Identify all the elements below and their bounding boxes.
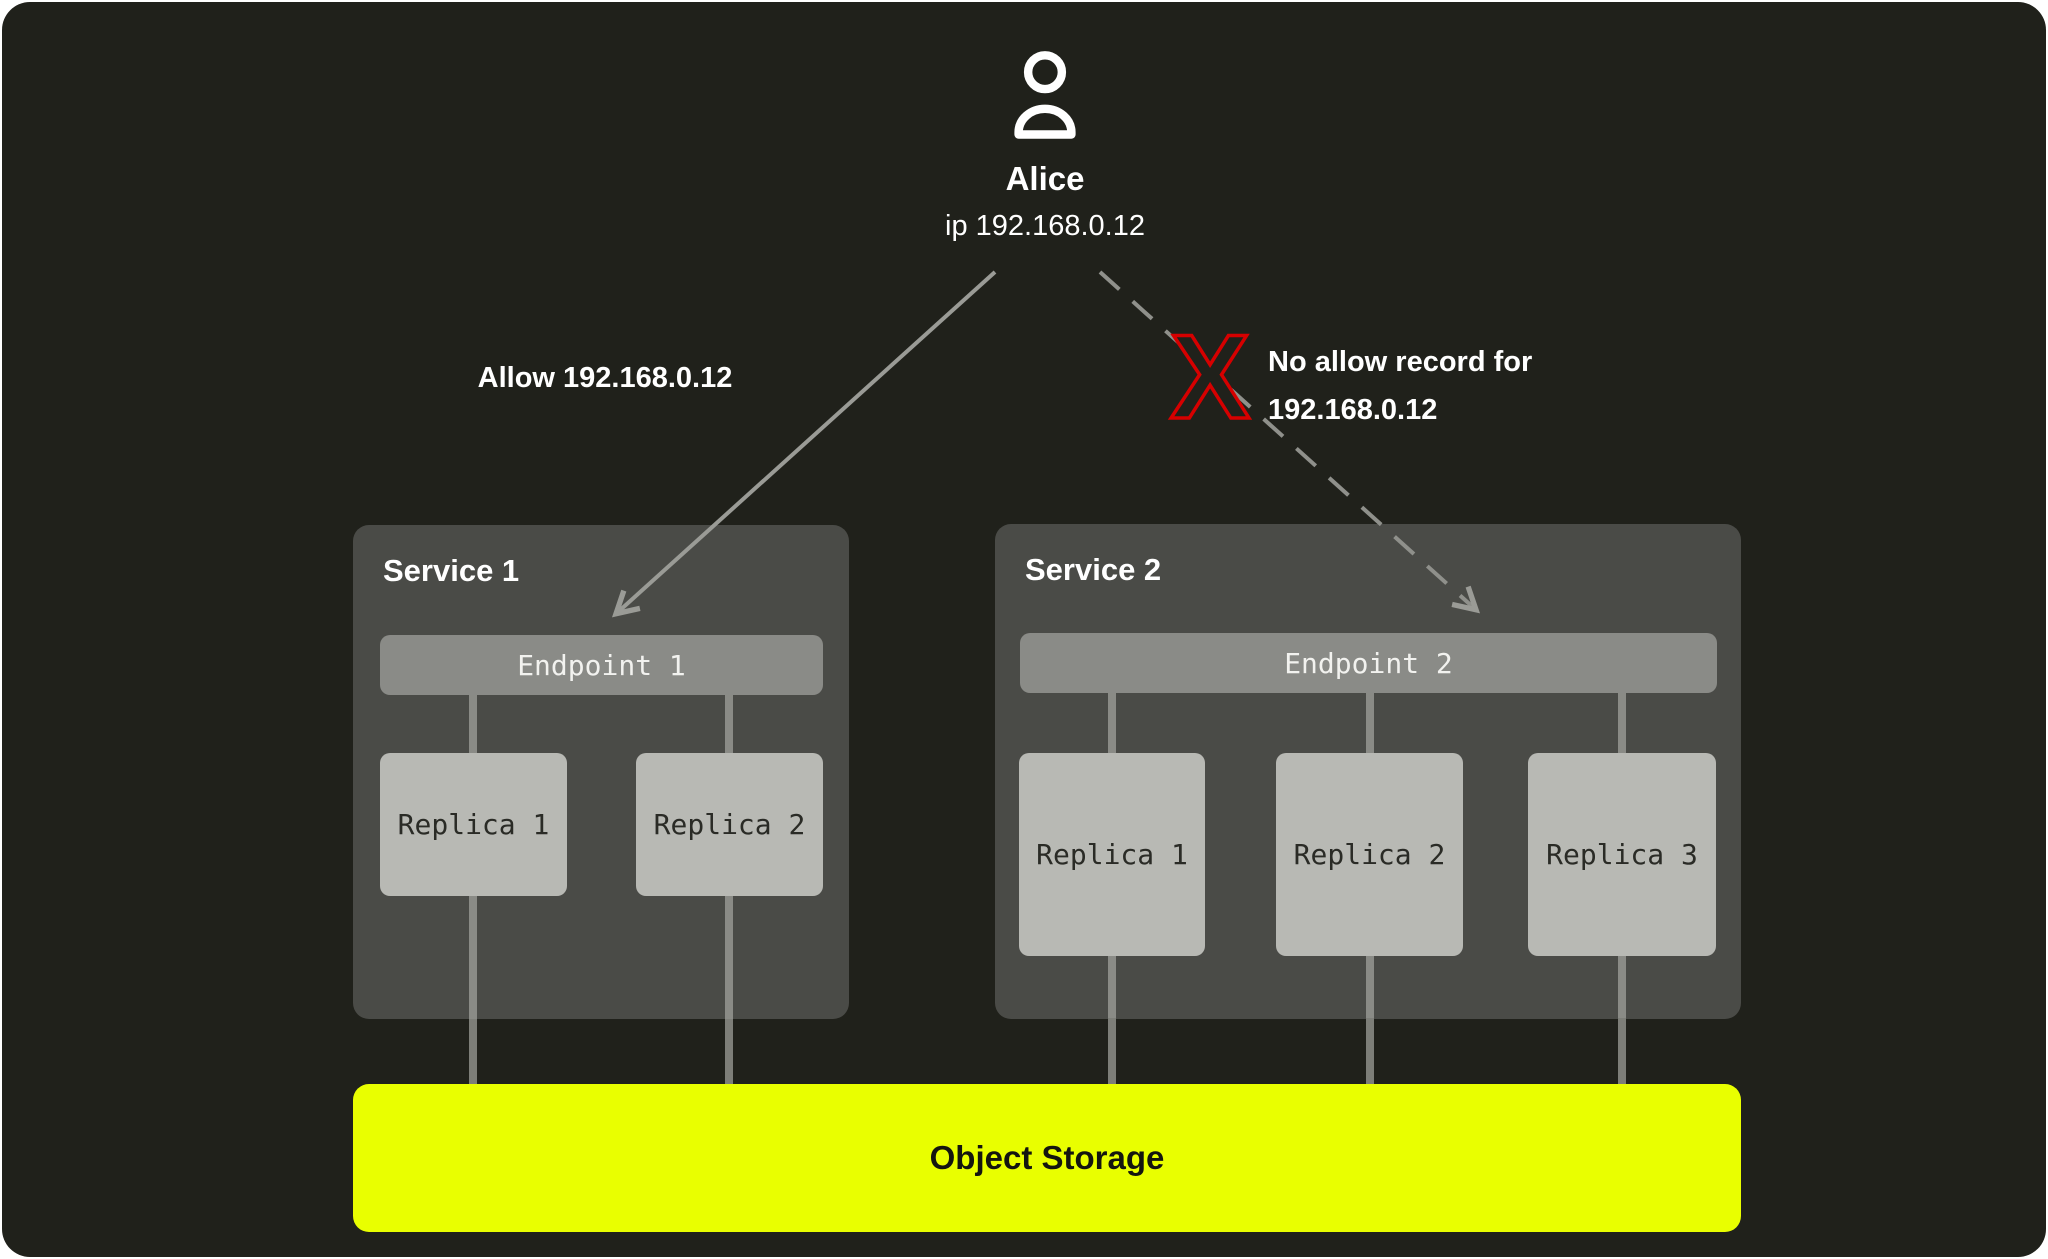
user-name-label: Alice: [1005, 160, 1085, 197]
service-2-title: Service 2: [1025, 552, 1162, 587]
service-2-replica-1: Replica 1: [1019, 753, 1205, 956]
service-2-replica-2: Replica 2: [1276, 753, 1463, 956]
connector-line: [725, 1019, 733, 1085]
user-ip-label: ip 192.168.0.12: [945, 210, 1145, 242]
service-1-title: Service 1: [383, 553, 520, 588]
service-1-endpoint: Endpoint 1: [380, 635, 823, 695]
service-1-box: Service 1 Endpoint 1 Replica 1 Replica 2: [353, 525, 849, 1019]
connector-line: [469, 1019, 477, 1085]
connector-line: [1366, 1018, 1374, 1085]
connector-line: [1618, 1018, 1626, 1085]
deny-edge-label: No allow record for 192.168.0.12: [1268, 338, 1568, 434]
object-storage-bar: Object Storage: [353, 1084, 1741, 1232]
service-2-endpoint: Endpoint 2: [1020, 633, 1717, 693]
connector-line: [1108, 1018, 1116, 1085]
service-2-box: Service 2 Endpoint 2 Replica 1 Replica 2…: [995, 524, 1741, 1019]
allow-edge-label: Allow 192.168.0.12: [477, 362, 733, 394]
user-icon: [1001, 46, 1089, 146]
service-1-replica-2: Replica 2: [636, 753, 823, 896]
service-1-replica-1: Replica 1: [380, 753, 567, 896]
deny-edge-label-line1: No allow record for: [1268, 346, 1533, 378]
deny-edge-label-line2: 192.168.0.12: [1268, 394, 1438, 426]
service-2-replica-3: Replica 3: [1528, 753, 1716, 956]
